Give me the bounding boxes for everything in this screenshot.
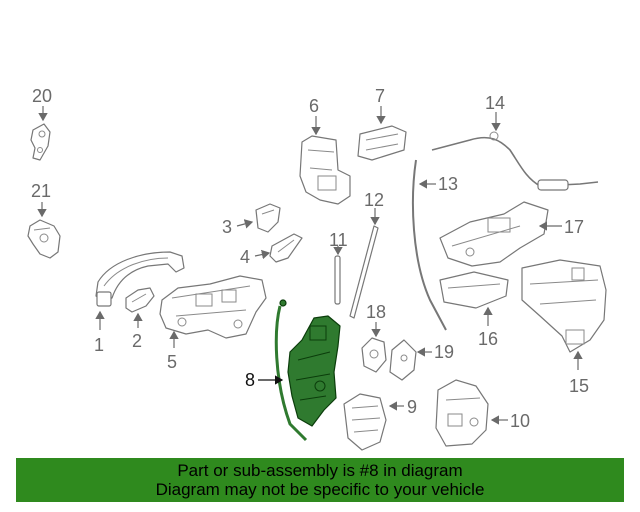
part-7[interactable] — [357, 125, 407, 161]
part-21[interactable] — [27, 219, 61, 259]
part-17[interactable] — [439, 201, 549, 267]
banner-line-2: Diagram may not be specific to your vehi… — [155, 480, 485, 499]
callout-18: 18 — [366, 302, 386, 322]
part-2[interactable] — [125, 287, 155, 313]
banner-line-1: Part or sub-assembly is #8 in diagram — [177, 461, 463, 480]
part-10[interactable] — [435, 379, 489, 447]
callout-19: 19 — [434, 342, 454, 362]
callout-5: 5 — [167, 352, 177, 372]
part-19[interactable] — [389, 339, 417, 381]
part-13[interactable] — [411, 159, 447, 331]
callout-17: 17 — [564, 217, 584, 237]
callout-20: 20 — [32, 86, 52, 106]
callout-9: 9 — [407, 397, 417, 417]
part-14[interactable] — [431, 131, 599, 191]
callout-3: 3 — [222, 217, 232, 237]
part-16[interactable] — [439, 271, 509, 309]
callout-12: 12 — [364, 190, 384, 210]
part-12[interactable] — [349, 225, 379, 319]
part-5[interactable] — [159, 275, 267, 339]
part-18[interactable] — [361, 337, 387, 373]
part-20[interactable] — [30, 123, 51, 161]
leader-4 — [254, 249, 271, 260]
callout-16: 16 — [478, 329, 498, 349]
callout-4: 4 — [240, 247, 250, 267]
callout-6: 6 — [309, 96, 319, 116]
callout-7: 7 — [375, 86, 385, 106]
part-8-highlighted[interactable] — [274, 299, 341, 442]
callout-1: 1 — [94, 335, 104, 355]
callout-15: 15 — [569, 376, 589, 396]
part-4[interactable] — [269, 233, 303, 263]
callout-2: 2 — [132, 331, 142, 351]
leader-3 — [236, 219, 254, 229]
part-3[interactable] — [255, 203, 281, 233]
part-1[interactable] — [95, 251, 185, 307]
part-15[interactable] — [521, 259, 607, 353]
callout-21: 21 — [31, 181, 51, 201]
callout-14: 14 — [485, 93, 505, 113]
callout-8: 8 — [245, 370, 255, 390]
info-banner: Part or sub-assembly is #8 in diagram Di… — [16, 458, 624, 502]
part-9[interactable] — [343, 393, 387, 451]
callout-13: 13 — [438, 174, 458, 194]
callout-10: 10 — [510, 411, 530, 431]
part-6[interactable] — [299, 135, 351, 205]
callout-11: 11 — [329, 230, 348, 250]
part-11[interactable] — [334, 255, 341, 305]
